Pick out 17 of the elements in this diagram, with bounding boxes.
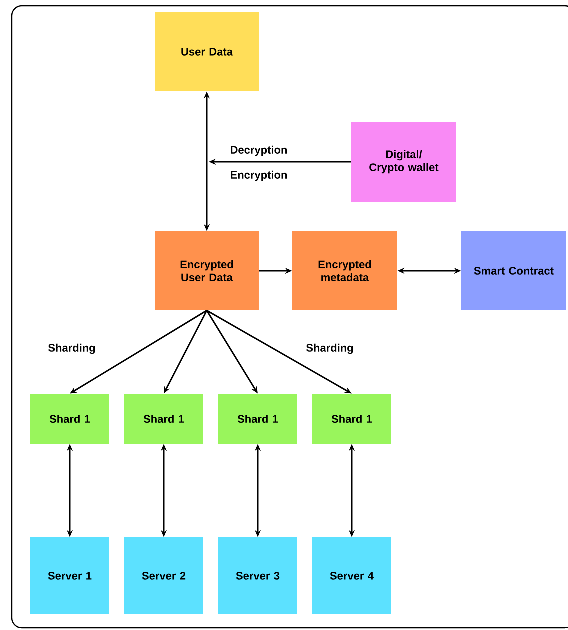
data-box: User Data	[155, 12, 259, 92]
server-box: Server 1	[30, 538, 110, 614]
server-box: Server 4	[312, 538, 392, 614]
server-box: Server 2	[124, 538, 204, 614]
annotation-text: Sharding	[306, 344, 354, 354]
annotation-text: Encryption	[231, 170, 288, 182]
process-box: Encrypted User Data	[155, 232, 259, 310]
wallet-box: Digital/ Crypto wallet	[352, 122, 456, 202]
process-box: Encrypted metadata	[292, 232, 398, 310]
annotation-text: Decryption	[231, 146, 288, 156]
shard-box: Shard 1	[30, 394, 110, 444]
server-box: Server 3	[218, 538, 298, 614]
contract-box: Smart Contract	[462, 232, 566, 310]
shard-box: Shard 1	[312, 394, 392, 444]
annotation-text: Sharding	[48, 344, 96, 354]
shard-box: Shard 1	[124, 394, 204, 444]
shard-box: Shard 1	[218, 394, 298, 444]
